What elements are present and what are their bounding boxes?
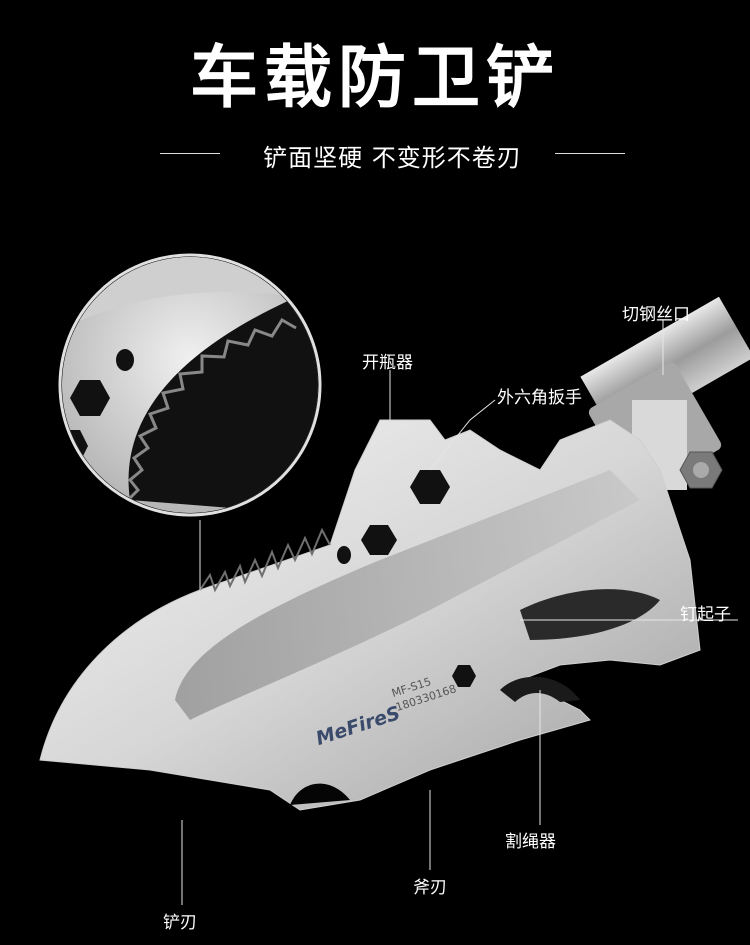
zoom-circle — [58, 253, 322, 517]
label-nail-puller: 钉起子 — [680, 605, 731, 625]
blade-groove — [175, 470, 640, 720]
axe-notch — [290, 783, 350, 805]
round-hole — [337, 546, 351, 564]
serrated-edge — [199, 527, 331, 593]
rope-cutter-hook — [500, 676, 580, 702]
label-steel-wire-cutter: 切钢丝口 — [622, 305, 690, 325]
subtitle: 铲面坚硬 不变形不卷刃 — [263, 144, 522, 172]
label-shovel-edge: 铲刃 — [163, 913, 197, 933]
callout-lines — [181, 320, 738, 905]
label-axe-edge: 斧刃 — [413, 878, 447, 898]
page-title: 车载防卫铲 — [189, 39, 560, 118]
zoom-callout-text: 锋利锯齿 — [162, 428, 267, 458]
nail-puller-slot — [520, 589, 660, 640]
label-hex-wrench: 外六角扳手 — [497, 388, 582, 408]
subtitle-left-rule — [160, 153, 220, 154]
label-bottle-opener: 开瓶器 — [362, 353, 413, 373]
hex-hole-2 — [361, 525, 397, 555]
subtitle-row: 铲面坚硬 不变形不卷刃 — [160, 138, 625, 172]
label-rope-cutter: 割绳器 — [505, 832, 556, 852]
hex-hole-3 — [452, 665, 476, 687]
subtitle-right-rule — [555, 153, 625, 154]
hex-hole-1 — [410, 470, 450, 504]
